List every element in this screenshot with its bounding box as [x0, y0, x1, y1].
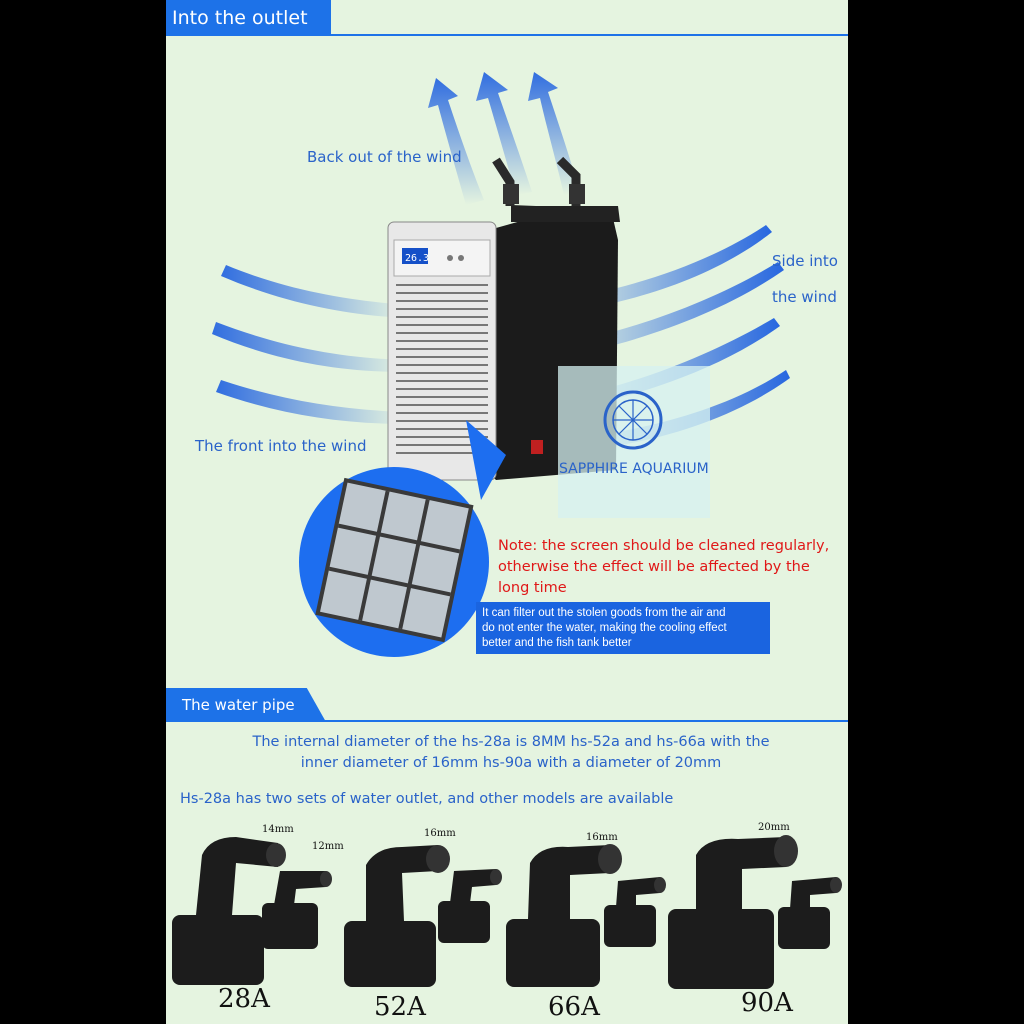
- pipe-fittings-illustration: [172, 835, 842, 989]
- section-title: The water pipe: [182, 696, 295, 714]
- left-arrow-icon: [212, 265, 406, 424]
- model-label-90a: 90A: [741, 988, 793, 1018]
- filter-screen: [315, 477, 474, 643]
- label-side-wind-1: Side into: [772, 252, 838, 270]
- section-banner-outlet: Into the outlet: [166, 0, 331, 36]
- pipe-fitting-52a: [344, 845, 502, 987]
- brand-name: SAPPHIRE AQUARIUM: [559, 461, 709, 477]
- pipe-fitting-28a: [172, 837, 332, 985]
- size-label-28a: 14mm: [262, 824, 294, 835]
- filter-info-box: It can filter out the stolen goods from …: [476, 602, 770, 654]
- label-front-wind: The front into the wind: [195, 437, 367, 455]
- model-label-66a: 66A: [548, 992, 600, 1022]
- pipe-fitting-90a: [668, 835, 842, 989]
- size-label-52a: 16mm: [424, 828, 456, 839]
- outlet-note: Hs-28a has two sets of water outlet, and…: [180, 791, 674, 807]
- size-label-66a: 16mm: [586, 832, 618, 843]
- model-label-28a: 28A: [218, 984, 270, 1014]
- banner-underline: [166, 34, 848, 36]
- label-back-wind: Back out of the wind: [307, 148, 462, 166]
- product-panel: Into the outlet: [166, 0, 848, 1024]
- model-label-52a: 52A: [374, 992, 426, 1022]
- banner-underline: [166, 720, 848, 722]
- pipe-fitting-66a: [506, 844, 666, 987]
- temperature-display: 26.3: [405, 253, 429, 264]
- section-title: Into the outlet: [172, 7, 308, 29]
- pipe-diameter-description: The internal diameter of the hs-28a is 8…: [252, 734, 770, 771]
- size-label-90a: 20mm: [758, 822, 790, 833]
- chiller-illustration: 26.3: [212, 72, 790, 657]
- label-side-wind-2: the wind: [772, 288, 837, 306]
- size-label-28a-small: 12mm: [312, 841, 344, 852]
- watermark-box: [558, 366, 710, 518]
- callout-pointer: [466, 420, 506, 500]
- cleaning-note: Note: the screen should be cleaned regul…: [498, 538, 830, 596]
- section-banner-water-pipe: The water pipe: [166, 688, 326, 722]
- brand-logo-icon: [603, 390, 663, 450]
